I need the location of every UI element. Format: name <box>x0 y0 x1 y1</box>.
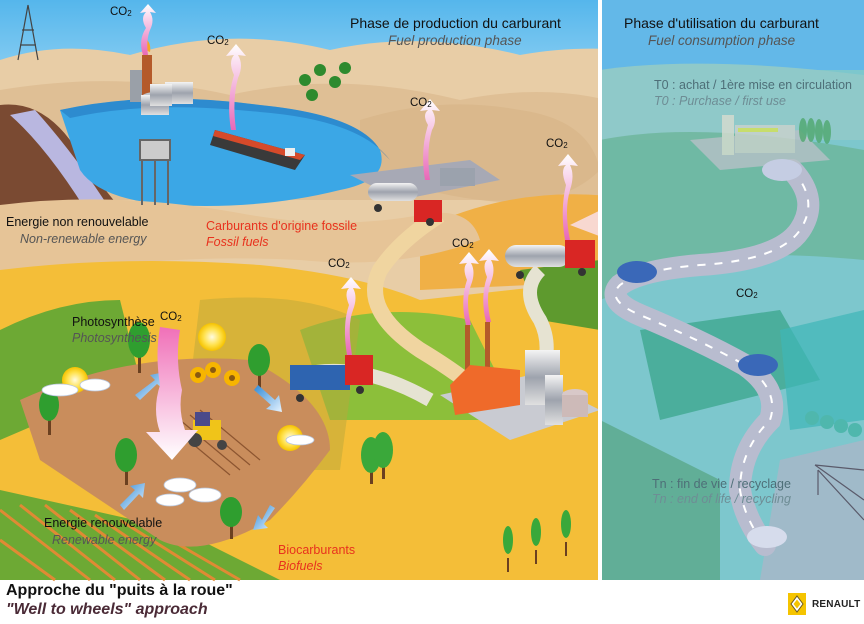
recycling-crane <box>814 464 864 521</box>
footer-title: Approche du "puits à la roue" <box>6 582 233 599</box>
road-dashes <box>614 169 810 546</box>
co2-label-car: CO2 <box>736 288 758 300</box>
renewable-label: Energie renouvelable <box>44 516 163 530</box>
production-phase-title: Phase de production du carburant <box>350 15 561 31</box>
palm-trees <box>299 62 351 101</box>
consumption-phase-title: Phase d'utilisation du carburant <box>624 15 819 31</box>
car-recycled <box>747 526 787 548</box>
co2-label-factory: CO2 <box>452 238 474 250</box>
oil-derrick <box>17 4 39 61</box>
sea <box>60 98 382 206</box>
co2-label-biofuel-truck: CO2 <box>328 258 350 270</box>
consumption-phase-subtitle: Fuel consumption phase <box>648 33 796 48</box>
renault-dealership <box>690 115 830 170</box>
tanker-truck-1 <box>368 183 442 226</box>
tn-label: Tn : fin de vie / recyclage <box>652 477 791 491</box>
photosynthesis-label: Photosynthèse <box>72 315 155 329</box>
biofuels-label-en: Biofuels <box>278 559 323 573</box>
renault-brand: RENAULT <box>788 593 860 615</box>
biofuels-label: Biocarburants <box>278 543 356 557</box>
trees <box>39 322 571 572</box>
co2-label-photosynthesis: CO2 <box>160 311 182 323</box>
clouds <box>41 378 315 507</box>
biofuel-truck <box>290 355 373 402</box>
refinery <box>130 35 193 115</box>
t0-label-en: T0 : Purchase / first use <box>654 94 786 108</box>
tn-label-en: Tn : end of life / recycling <box>652 492 791 506</box>
co2-label-truck-1: CO2 <box>410 97 432 109</box>
co2-label-refinery: CO2 <box>110 6 132 18</box>
fossil-land <box>0 199 480 272</box>
car-new <box>762 159 802 181</box>
sunflowers <box>190 362 240 386</box>
round-trees <box>805 411 862 437</box>
cypress-trees <box>799 118 831 144</box>
tractor <box>188 412 227 450</box>
footer-subtitle: "Well to wheels" approach <box>6 601 208 618</box>
striped-crop-field <box>0 490 280 582</box>
sea-shore <box>60 98 390 160</box>
fossil-fuels-label-en: Fossil fuels <box>206 235 269 249</box>
car-driving <box>738 354 778 376</box>
non-renewable-label-en: Non-renewable energy <box>20 232 147 246</box>
tanker-truck-2 <box>505 240 595 279</box>
renewable-cycle-arrows <box>120 372 282 530</box>
photosynthesis-label-en: Photosynthesis <box>72 331 157 345</box>
co2-label-truck-2: CO2 <box>546 138 568 150</box>
non-renewable-label: Energie non renouvelable <box>6 215 149 229</box>
depot-warehouse <box>440 168 475 186</box>
photosynthesis-co2-arrow <box>146 327 198 460</box>
fossil-fuels-label: Carburants d'origine fossile <box>206 219 358 233</box>
mountain-strata <box>10 110 120 225</box>
oil-tanker-ship <box>210 130 305 170</box>
renault-logo-icon <box>788 593 806 615</box>
offshore-platform <box>139 139 171 205</box>
car-refuel <box>617 261 657 283</box>
production-phase-subtitle: Fuel production phase <box>388 33 522 48</box>
renewable-label-en: Renewable energy <box>52 533 157 547</box>
co2-label-ship: CO2 <box>207 35 229 47</box>
t0-label: T0 : achat / 1ère mise en circulation <box>654 78 853 92</box>
biofuel-factory <box>440 322 600 440</box>
brand-name: RENAULT <box>812 598 861 610</box>
